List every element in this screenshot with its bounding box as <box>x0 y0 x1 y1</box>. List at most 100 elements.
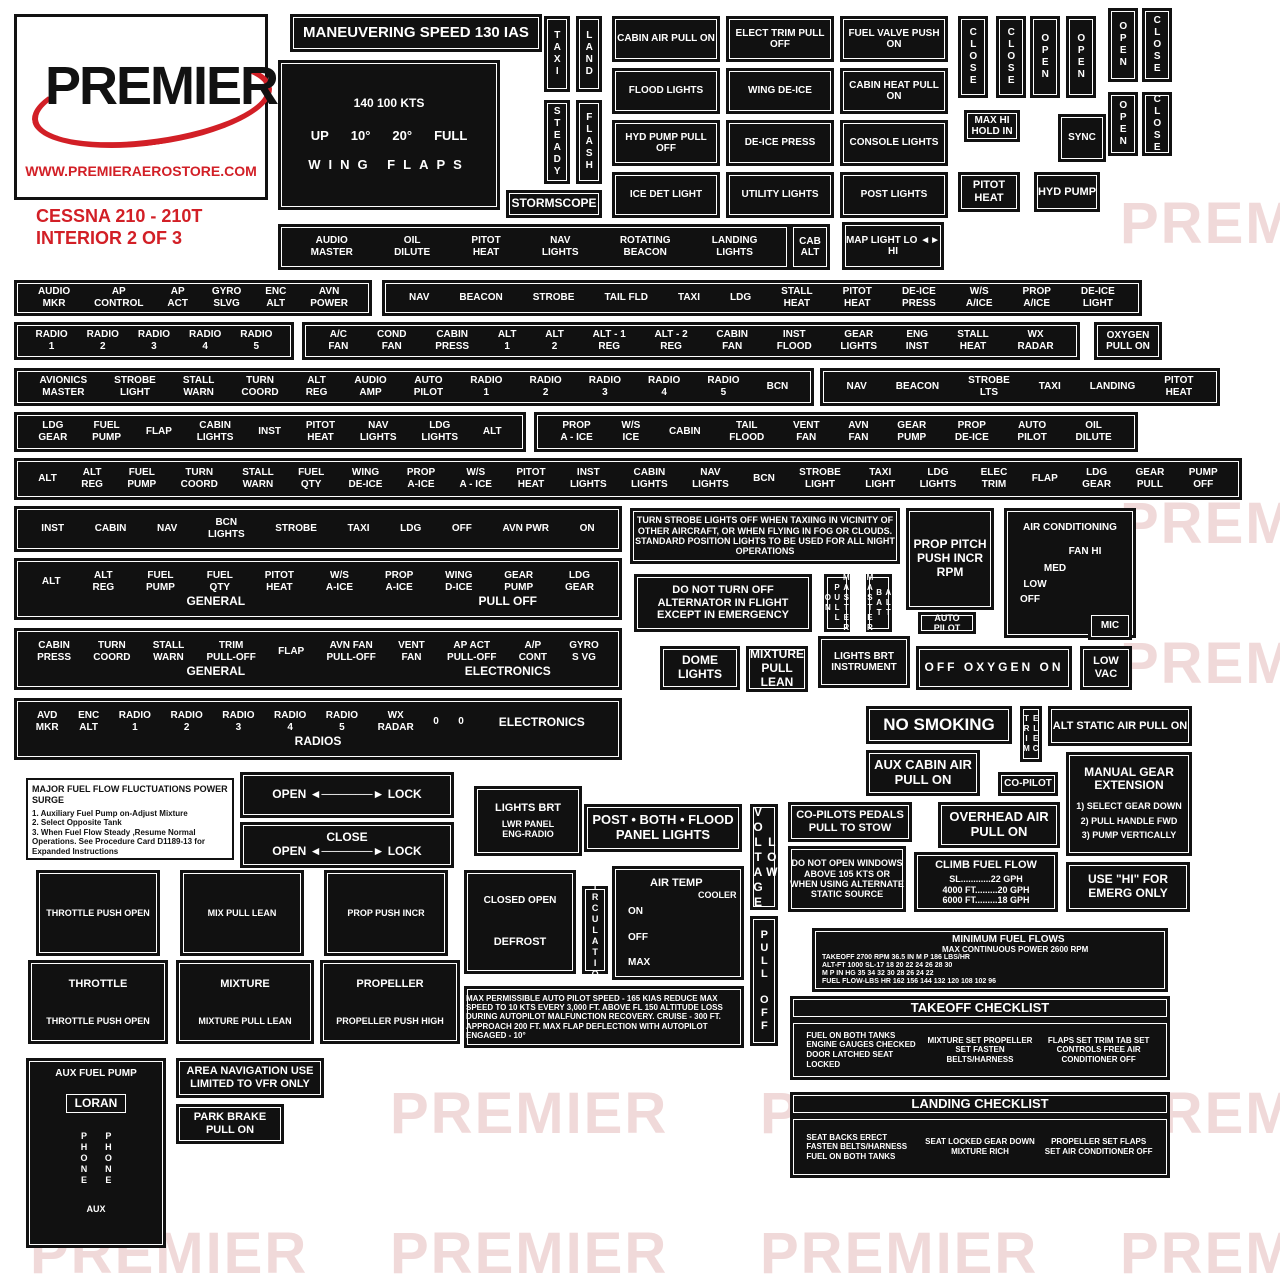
cell: ALT <box>38 473 57 484</box>
throttle-push-open-text: THROTTLE PUSH OPEN <box>46 1016 150 1027</box>
watermark: PREMIER <box>1120 491 1280 556</box>
cell: RADIO 4 <box>189 329 222 352</box>
switch-label-row-5a: LDG GEAR FUEL PUMP FLAP CABIN LIGHTS INS… <box>14 412 526 452</box>
utility-lights-label: UTILITY LIGHTS <box>726 172 834 218</box>
cell: 0 <box>433 715 439 727</box>
cell: COND FAN <box>377 329 407 352</box>
close-label: CLOSE <box>996 16 1026 98</box>
lights-brt-instrument-label: LIGHTS BRT INSTRUMENT <box>818 636 910 688</box>
cell: RADIO 4 <box>648 375 681 398</box>
switch-label-row-2b: NAV BEACON STROBE TAIL FLD TAXI LDG STAL… <box>382 280 1142 316</box>
cooler-text: COOLER <box>698 889 737 900</box>
fan-hi-text: FAN HI <box>1068 545 1102 557</box>
landing-col: SEAT LOCKED GEAR DOWN MIXTURE RICH <box>925 1137 1035 1156</box>
store-url[interactable]: WWW.PREMIERAEROSTORE.COM <box>25 163 257 179</box>
cell: CABIN PRESS <box>37 639 72 663</box>
cell: OFF <box>451 523 472 534</box>
climb-fuel-flow-label: CLIMB FUEL FLOW SL............22 GPH 400… <box>914 852 1058 912</box>
cell: DE-ICE LIGHT <box>1080 286 1115 309</box>
min-fuel-alt-row: ALT-FT 1000 SL-17 18 20 22 24 26 28 30 <box>822 962 953 970</box>
takeoff-checklist-body: FUEL ON BOTH TANKS ENGINE GAUGES CHECKED… <box>790 1020 1170 1080</box>
fuel-flow-fluctuations-card: MAJOR FUEL FLOW FLUCTUATIONS POWER SURGE… <box>26 778 234 860</box>
lights-brt-panel-label: LIGHTS BRT LWR PANEL ENG-RADIO <box>474 786 582 856</box>
cell: RADIO 1 <box>470 375 503 398</box>
flap-mark-20: 20° <box>392 127 413 143</box>
cell: CABIN <box>94 523 127 534</box>
switch-label-row-10: AVD MKR ENC ALT RADIO 1 RADIO 2 RADIO 3 … <box>14 698 622 760</box>
logo-text: PREMIER <box>45 56 279 116</box>
min-fuel-ff-row: FUEL FLOW-LBS HR 162 156 144 132 120 108… <box>822 978 997 986</box>
minimum-fuel-flows-table: MINIMUM FUEL FLOWS MAX CONTINUOUS POWER … <box>812 928 1168 992</box>
taxi-label: TAXI <box>544 16 570 92</box>
fuel-flow-step: 2. Select Opposite Tank <box>32 818 122 828</box>
autopilot-notice: MAX PERMISSIBLE AUTO PILOT SPEED - 165 K… <box>464 986 744 1048</box>
med-text: MED <box>1043 563 1067 574</box>
cell: FUEL PUMP <box>146 569 175 593</box>
cell: STROBE LTS <box>968 375 1010 398</box>
cell: INST FLOOD <box>776 329 812 352</box>
low-text: LOW <box>1023 578 1047 590</box>
cell: ALT 2 <box>545 329 564 352</box>
off-text: OFF <box>1020 594 1040 605</box>
cell: RADIO 1 <box>35 329 68 352</box>
defrost-text: DEFROST <box>493 936 547 949</box>
cell: PITOT HEAT <box>305 420 336 443</box>
air-cond-title: AIR CONDITIONING <box>1023 522 1117 533</box>
cell: RADIO 1 <box>118 709 151 733</box>
cell: AP ACT PULL-OFF <box>447 639 497 663</box>
propeller-title: PROPELLER <box>356 977 424 990</box>
cell: NAV <box>846 381 867 392</box>
cell: STALL WARN <box>152 639 185 663</box>
air-temp-title: AIR TEMP <box>650 877 703 890</box>
aux-fuel-pump-panel: AUX FUEL PUMP LORAN PHONE PHONE AUX <box>26 1058 166 1248</box>
cell: TURN COORD <box>180 467 218 490</box>
oxygen-off-on-label: OFF OXYGEN ON <box>916 646 1072 690</box>
switch-label-row-4b: NAV BEACON STROBE LTS TAXI LANDING PITOT… <box>820 368 1220 406</box>
alt-static-air-label: ALT STATIC AIR PULL ON <box>1048 706 1192 746</box>
cell: PROP A-ICE <box>406 467 436 490</box>
switch-label-row-3a: RADIO 1 RADIO 2 RADIO 3 RADIO 4 RADIO 5 <box>14 322 294 360</box>
switch-label-row-9: CABIN PRESS TURN COORD STALL WARN TRIM P… <box>14 628 622 690</box>
cell: GYRO SLVG <box>211 286 242 309</box>
group-label-general: GENERAL <box>186 593 246 608</box>
min-fuel-title: MINIMUM FUEL FLOWS <box>952 933 1065 945</box>
group-label-pull-off: PULL OFF <box>478 593 537 608</box>
watermark: PREMIER <box>1120 191 1280 256</box>
throttle-knob-placard: THROTTLE THROTTLE PUSH OPEN <box>28 960 168 1044</box>
cell: AVN POWER <box>310 286 348 309</box>
takeoff-col: MIXTURE SET PROPELLER SET FASTEN BELTS/H… <box>927 1035 1033 1064</box>
open-label: OPEN <box>1108 92 1138 156</box>
watermark: PREMIER <box>390 1081 669 1146</box>
cell: AUDIO MASTER <box>310 235 353 258</box>
cell: A/P CONT <box>518 639 548 663</box>
cell: CABIN FAN <box>716 329 749 352</box>
lights-brt-text: LIGHTS BRT <box>495 802 561 815</box>
cell: AVN FAN <box>848 420 869 443</box>
brand-logo: PREMIER WWW.PREMIERAEROSTORE.COM <box>14 14 279 200</box>
pull-off-label: PULL OFF <box>750 916 778 1046</box>
cell: GEAR PUMP <box>504 569 534 593</box>
cell: LDG LIGHTS <box>421 420 459 443</box>
close-text: CLOSE <box>326 830 368 845</box>
closed-open-text: CLOSED OPEN <box>483 894 557 906</box>
cell: AUTO PILOT <box>1017 420 1047 443</box>
cell: STALL HEAT <box>781 286 813 309</box>
post-lights-label: POST LIGHTS <box>840 172 948 218</box>
mic-label: MIC <box>1088 612 1132 640</box>
cell: TURN COORD <box>93 639 131 663</box>
console-lights-label: CONSOLE LIGHTS <box>840 120 948 166</box>
takeoff-info: TAKEOFF 2700 RPM 36.5 IN M P 186 LBS/HR <box>822 954 970 962</box>
cell: ALT REG <box>305 375 328 398</box>
cell: RADIO 4 <box>274 709 307 733</box>
manual-gear-title: MANUAL GEAR EXTENSION <box>1084 764 1174 793</box>
open-label: OPEN <box>1030 16 1060 98</box>
climb-flow-row: 6000 FT.........18 GPH <box>942 894 1030 905</box>
wing-flaps-text: WING FLAPS <box>308 156 470 172</box>
flap-mark-10: 10° <box>350 127 371 143</box>
close-open-lock-label: CLOSE OPEN ◄──────► LOCK <box>240 822 454 868</box>
kts-scale: 140 100 KTS <box>353 96 425 111</box>
flap-mark-up: UP <box>310 127 329 143</box>
watermark: PREMIER <box>390 1221 669 1286</box>
do-not-open-windows-label: DO NOT OPEN WINDOWS ABOVE 105 KTS OR WHE… <box>788 846 906 912</box>
cell: NAV <box>409 292 430 303</box>
